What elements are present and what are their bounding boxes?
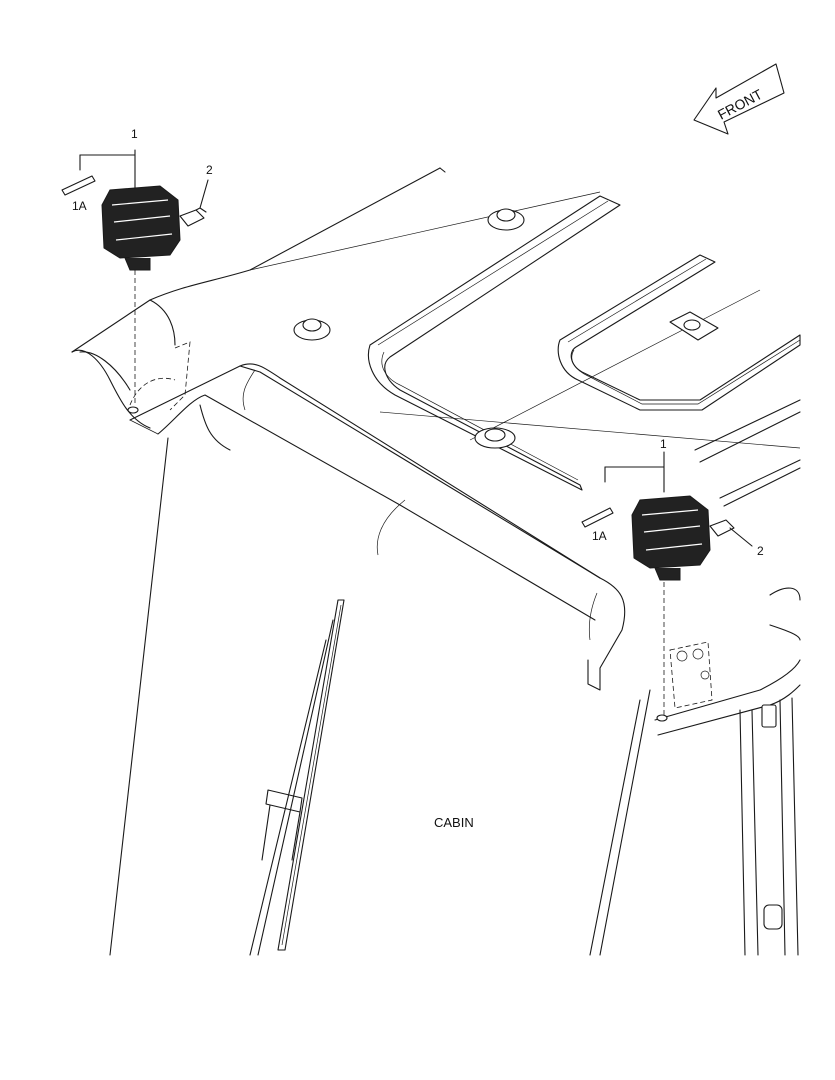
left-work-lamp: 1 1A 2 [61,127,213,414]
right-pin-1a-icon [581,507,614,528]
left-pin-1a-icon [61,175,96,196]
right-connector-2-label: 2 [757,544,764,558]
left-item-1-label: 1 [131,127,138,141]
right-connector-2-icon [709,519,735,537]
left-connector-2-label: 2 [206,163,213,177]
work-lamp-icon [631,495,711,581]
cabin-pillars [109,437,801,956]
left-connector-2-icon [179,207,207,227]
wiper-arm [249,599,345,956]
cabin-label: CABIN [434,815,474,830]
left-pin-1a-label: 1A [72,199,87,213]
front-direction-arrow-icon: FRONT [693,63,785,135]
work-lamp-icon [101,185,181,271]
cabin-roof [71,167,801,691]
right-work-lamp: 1 1A 2 [581,437,764,722]
right-pin-1a-label: 1A [592,529,607,543]
right-item-1-label: 1 [660,437,667,451]
